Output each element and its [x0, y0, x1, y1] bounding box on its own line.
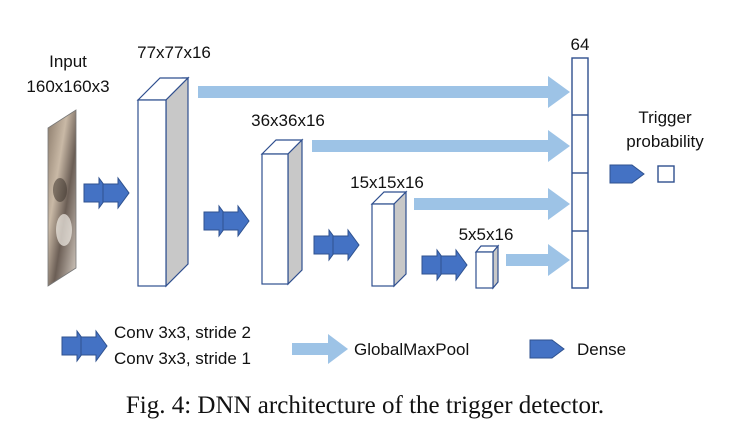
concat-size-label: 64	[571, 35, 590, 54]
concat-vector	[571, 57, 589, 289]
pool-arrow	[312, 130, 570, 162]
figure-caption: Fig. 4: DNN architecture of the trigger …	[126, 392, 604, 419]
legend-dense-label: Dense	[577, 340, 626, 359]
pool-arrow	[414, 188, 570, 220]
layer-size-label: 15x15x16	[350, 173, 424, 192]
layer-box-77x77x16	[136, 76, 190, 288]
input-image	[47, 109, 77, 287]
legend-conv-line1: Conv 3x3, stride 2	[114, 323, 251, 342]
output-label-line2: probability	[626, 132, 704, 151]
layer-box-5x5x16	[474, 244, 500, 290]
legend-pool-label: GlobalMaxPool	[354, 340, 469, 359]
input-label: Input	[49, 52, 87, 71]
conv-arrow	[203, 204, 250, 238]
conv-arrow	[313, 228, 360, 262]
legend-dense-arrow	[529, 339, 565, 359]
conv-arrow	[421, 248, 468, 282]
pool-arrow	[506, 244, 570, 276]
layer-box-15x15x16	[370, 190, 408, 288]
legend-pool-arrow	[292, 334, 348, 364]
layer-size-label: 77x77x16	[137, 43, 211, 62]
layer-size-label: 36x36x16	[251, 111, 325, 130]
pool-arrow	[198, 76, 570, 108]
layer-box-36x36x16	[260, 138, 304, 286]
legend-conv-line2: Conv 3x3, stride 1	[114, 349, 251, 368]
conv-arrow	[83, 176, 130, 210]
output-box	[657, 165, 675, 183]
output-label-line1: Trigger	[638, 108, 692, 127]
dense-arrow	[609, 164, 645, 184]
input-size-label: 160x160x3	[26, 77, 109, 96]
legend-conv-arrow	[61, 329, 108, 363]
layer-size-label: 5x5x16	[459, 225, 514, 244]
